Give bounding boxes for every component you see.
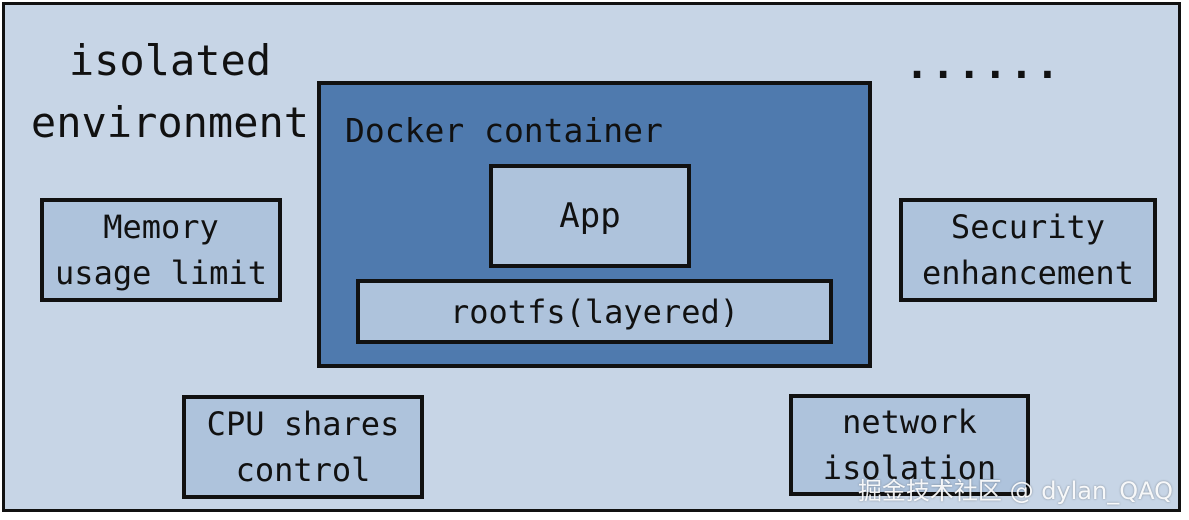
security-enhancement-box: Security enhancement: [899, 198, 1157, 302]
app-box: App: [489, 164, 691, 268]
docker-container-label: Docker container: [345, 111, 663, 150]
network-isolation-box: network isolation: [789, 394, 1030, 496]
watermark: 掘金技术社区 @ dylan_QAQ: [857, 477, 1173, 505]
more-ellipsis: ......: [905, 42, 1062, 88]
rootfs-box: rootfs(layered): [356, 279, 833, 344]
memory-limit-box: Memory usage limit: [40, 198, 282, 302]
cpu-shares-box: CPU shares control: [182, 395, 424, 499]
isolated-environment-label: isolated environment: [30, 36, 310, 147]
